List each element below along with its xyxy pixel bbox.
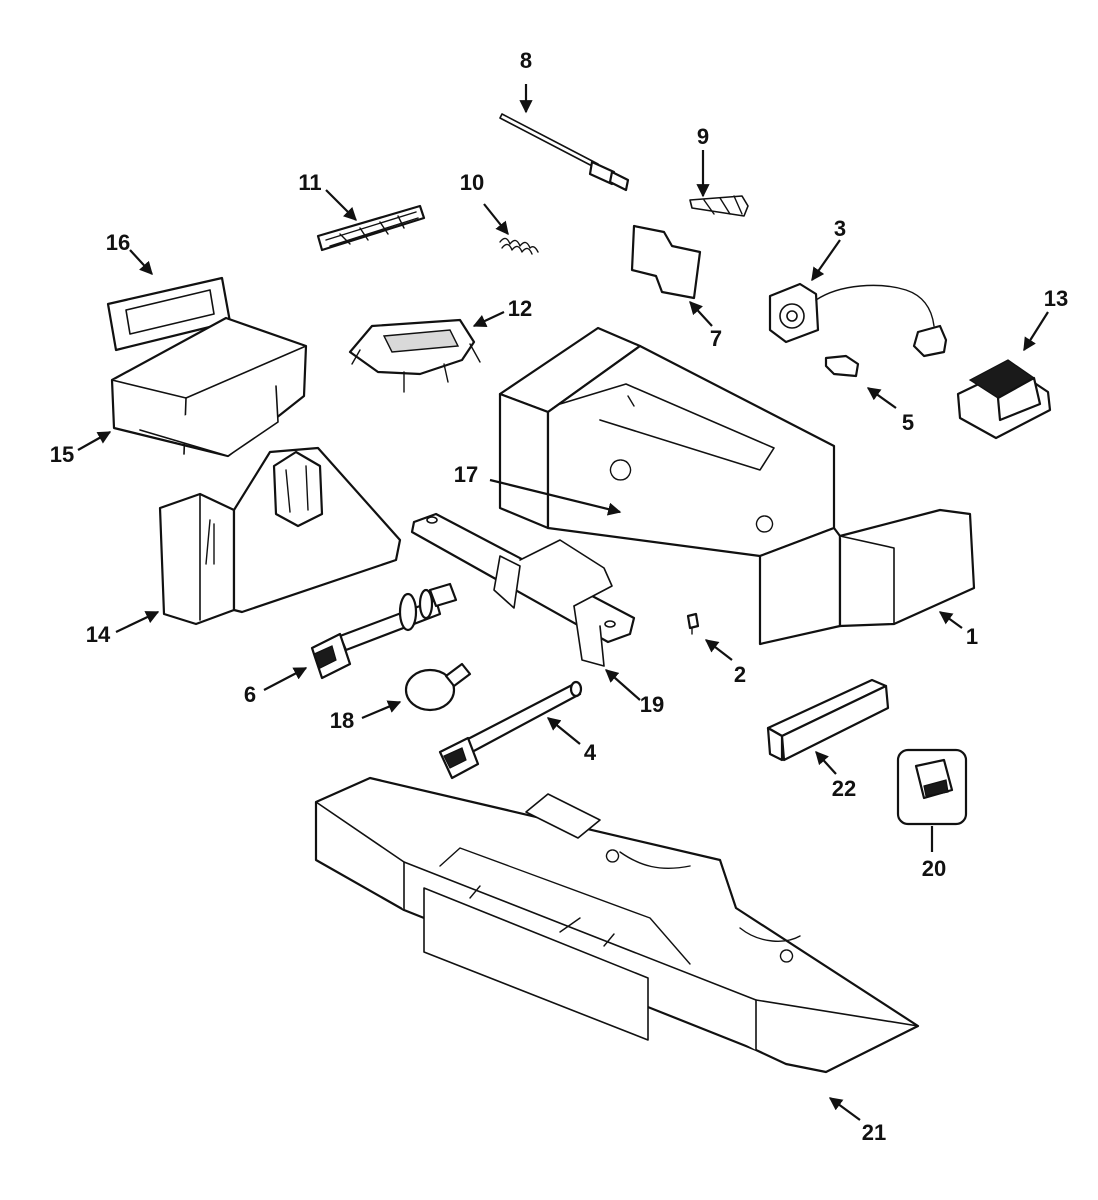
callout-4: 4	[584, 740, 597, 765]
part-14-chute	[158, 446, 402, 626]
callout-7: 7	[710, 326, 722, 351]
part-19-plate	[410, 512, 636, 667]
leader-18	[361, 700, 402, 720]
leader-12	[472, 311, 505, 327]
part-10-spring	[499, 237, 539, 255]
part-5-switch	[824, 354, 860, 378]
leader-5	[866, 387, 897, 409]
part-16-frame	[106, 276, 232, 352]
callout-12: 12	[508, 296, 532, 321]
part-18-bulb	[404, 662, 472, 712]
part-8-pin	[499, 113, 630, 192]
callout-22: 22	[832, 776, 856, 801]
leader-17	[489, 478, 622, 516]
callout-2: 2	[734, 662, 746, 687]
leader-19	[605, 669, 641, 701]
leader-21	[828, 1097, 861, 1121]
callout-labels: 8 9 10 11 16 3 7 12 13 5 15 17 14 1 6 2 …	[50, 48, 1068, 1145]
leader-13	[1023, 311, 1049, 352]
callout-17: 17	[454, 462, 478, 487]
leader-lines	[77, 84, 1049, 1121]
part-6-auger	[310, 582, 458, 680]
leader-11	[325, 189, 357, 221]
callout-11: 11	[298, 170, 321, 195]
part-11-grille	[316, 204, 426, 252]
callout-18: 18	[330, 708, 354, 733]
callout-21: 21	[862, 1120, 886, 1145]
callout-9: 9	[697, 124, 709, 149]
callout-13: 13	[1044, 286, 1068, 311]
part-13-module	[956, 359, 1052, 440]
callout-1: 1	[966, 624, 978, 649]
part-4-shaft	[438, 680, 583, 780]
callout-8: 8	[520, 48, 532, 73]
leader-14	[115, 611, 160, 633]
part-2-screw	[686, 612, 700, 635]
callout-6: 6	[244, 682, 256, 707]
leader-16	[129, 249, 153, 275]
part-21-base	[314, 776, 920, 1074]
callout-5: 5	[902, 410, 914, 435]
part-15-housing	[110, 316, 308, 458]
part-3-thermostat	[768, 282, 948, 358]
part-12-bracket	[348, 318, 481, 393]
part-9-clip	[689, 195, 749, 217]
part-20-switch	[896, 748, 968, 826]
leader-6	[263, 667, 308, 691]
callout-15: 15	[50, 442, 74, 467]
leader-10	[483, 203, 509, 236]
leader-15	[77, 431, 112, 451]
part-22-strip	[766, 678, 890, 762]
callout-19: 19	[640, 692, 664, 717]
leader-2	[704, 639, 733, 661]
leader-1	[938, 611, 963, 629]
callout-14: 14	[86, 622, 111, 647]
leader-4	[546, 717, 581, 745]
part-7-gasket	[630, 224, 702, 300]
callout-16: 16	[106, 230, 130, 255]
callout-3: 3	[834, 216, 846, 241]
callout-20: 20	[922, 856, 946, 881]
callout-10: 10	[460, 170, 484, 195]
leader-22	[815, 751, 837, 775]
leader-7	[689, 301, 713, 327]
leader-3	[811, 239, 841, 282]
